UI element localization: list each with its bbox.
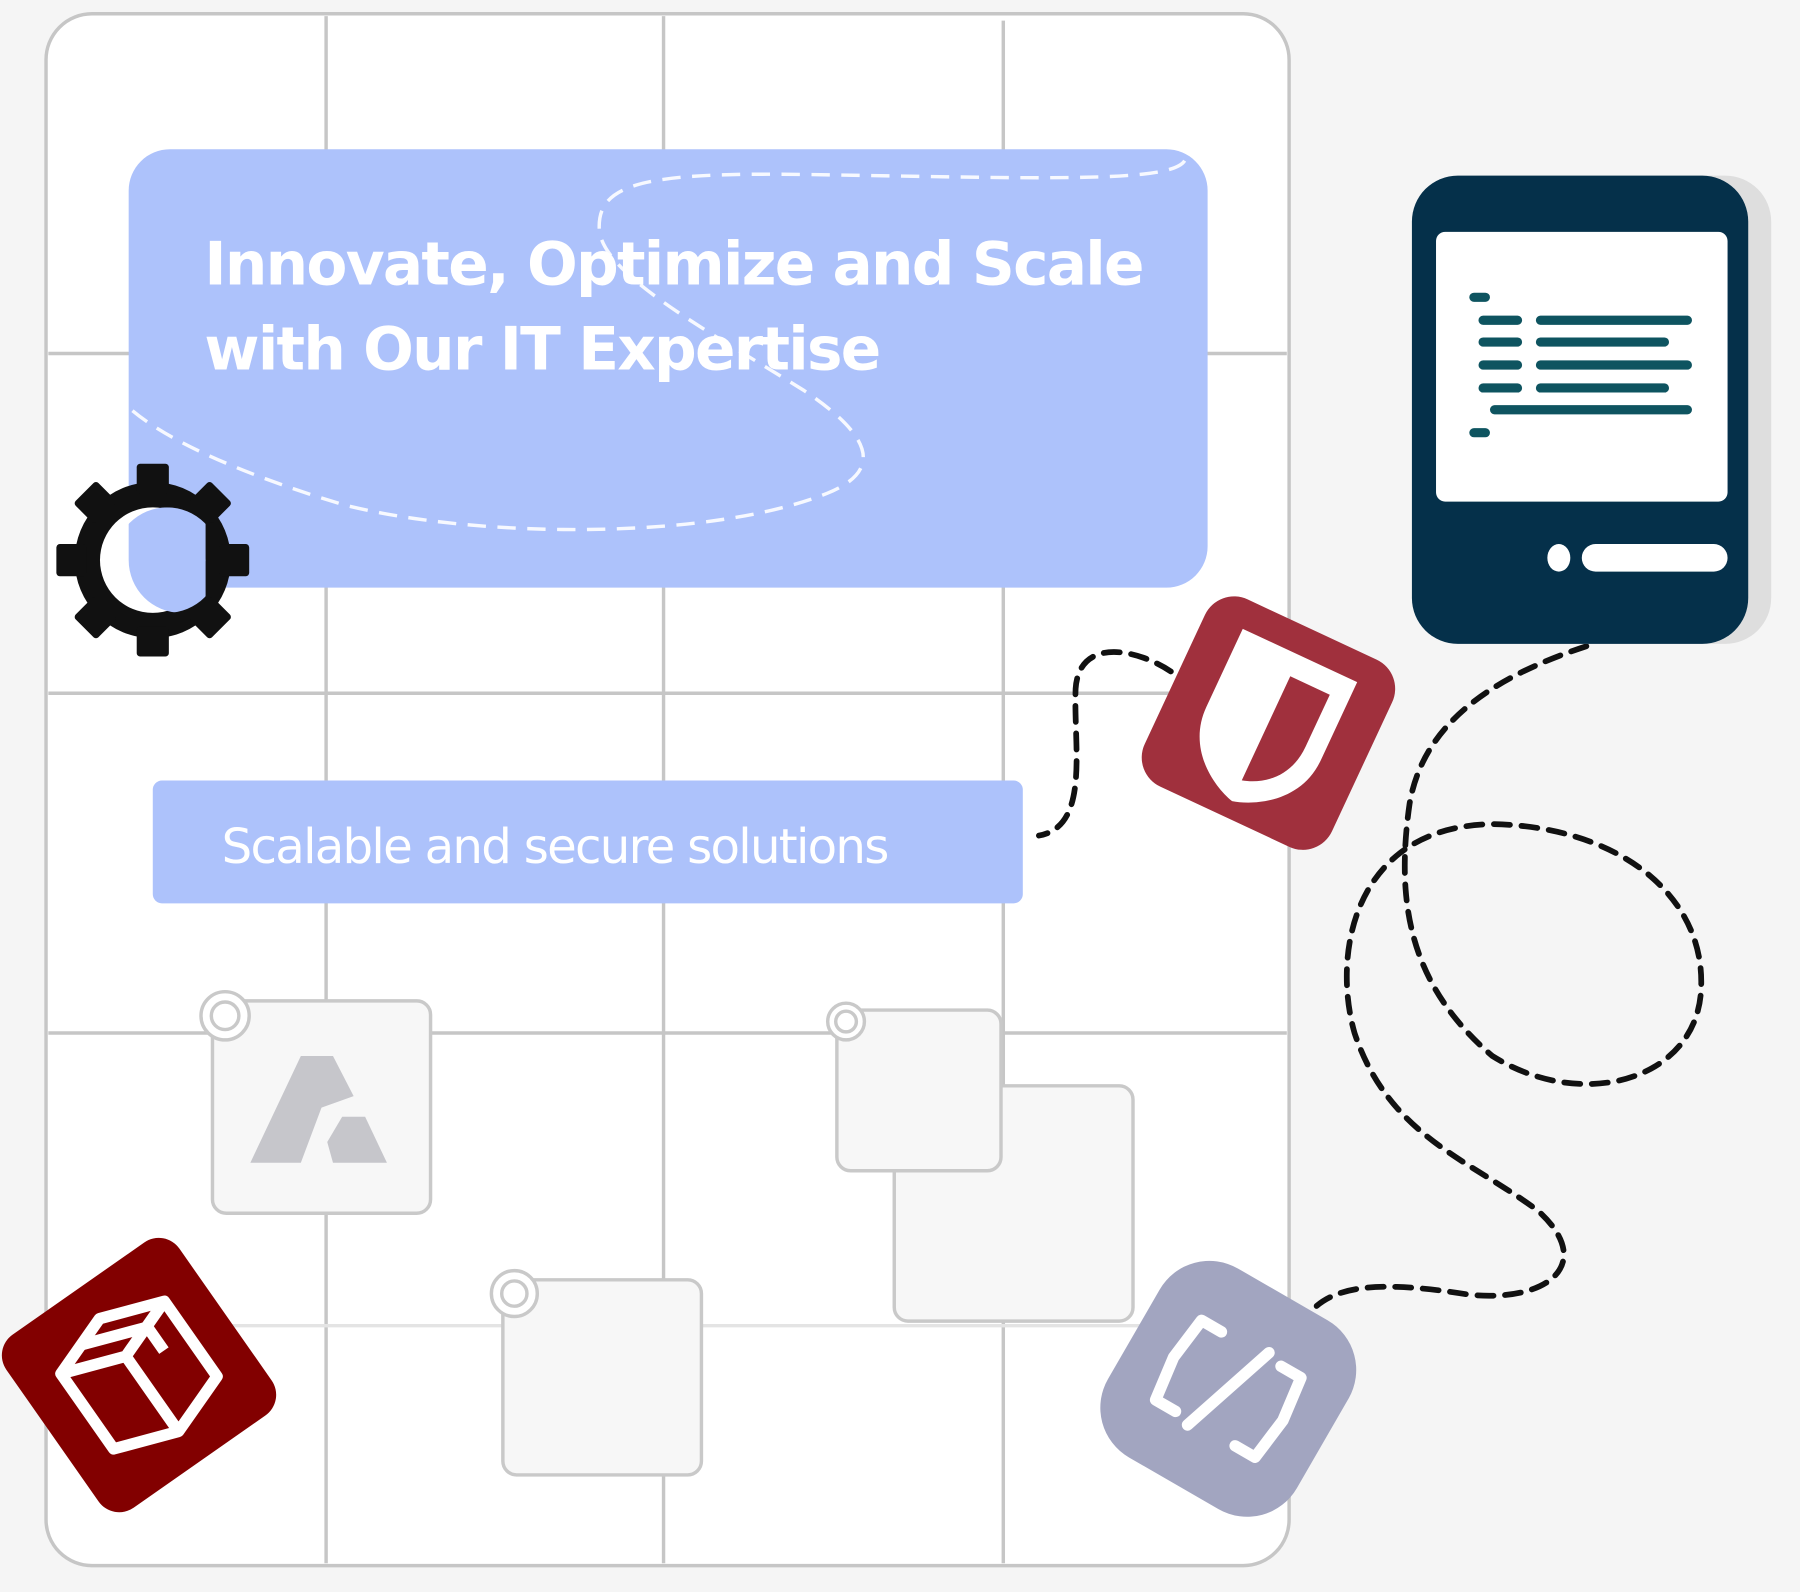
subtitle-pill: Scalable and secure solutions: [152, 780, 1023, 904]
code-icon: [1100, 1260, 1357, 1517]
dashed-connectors: [1036, 643, 1705, 1318]
subtitle-text: Scalable and secure solutions: [222, 819, 888, 875]
shield-icon: [1141, 596, 1396, 850]
gear-icon: [56, 463, 250, 657]
hero-panel: Innovate, Optimize and Scale with Our IT…: [127, 149, 1208, 588]
hero-title-line2: with Our IT Expertise: [204, 316, 879, 385]
hero-title-line1: Innovate, Optimize and Scale: [204, 231, 1142, 300]
cube-icon: [1, 1237, 277, 1513]
monitor-icon: [1411, 175, 1772, 644]
logo-a-icon: [250, 1055, 387, 1163]
